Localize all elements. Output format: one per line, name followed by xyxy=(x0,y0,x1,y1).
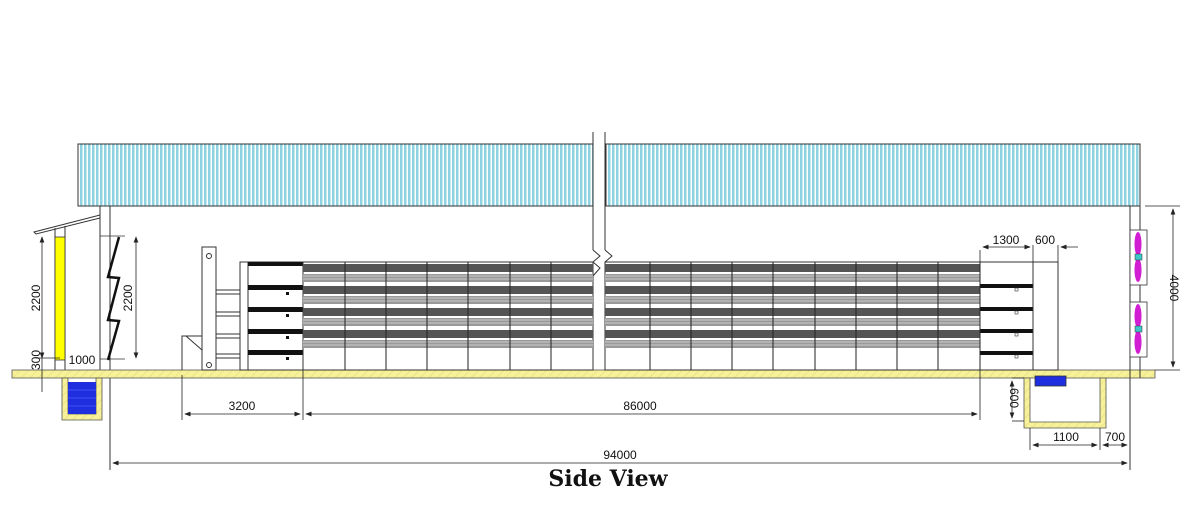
cage-head-left xyxy=(247,261,304,371)
right-water-tank xyxy=(1034,375,1067,387)
dimension-labels: 2200 300 1000 2200 3200 86000 94000 1300… xyxy=(29,233,1181,462)
dim-left-pad-height: 2200 xyxy=(29,284,43,311)
left-wall xyxy=(99,206,111,470)
feeder-unit xyxy=(181,246,249,371)
dim-inlet-height: 2200 xyxy=(121,284,135,311)
cage-rows-left xyxy=(302,261,594,371)
cooling-pad-shed xyxy=(33,214,101,370)
floor xyxy=(11,369,1156,429)
cooling-pad xyxy=(54,236,66,361)
dim-end-gap: 600 xyxy=(1035,233,1055,247)
dim-left-pad-base: 300 xyxy=(29,350,43,370)
exhaust-fan-1 xyxy=(1129,229,1148,286)
dim-right-pit-width: 1100 xyxy=(1053,430,1079,444)
exhaust-fan-2 xyxy=(1129,301,1148,358)
dim-end-unit-length: 1300 xyxy=(993,233,1020,247)
dim-wall-height: 4000 xyxy=(1167,275,1181,302)
air-inlet xyxy=(100,235,125,361)
cage-rows-right xyxy=(604,261,981,371)
roof xyxy=(77,143,1141,207)
dim-right-offset: 700 xyxy=(1105,430,1125,444)
dim-cage-length: 86000 xyxy=(623,399,657,413)
cage-end-right xyxy=(979,261,1059,371)
dim-left-pit-width: 1000 xyxy=(69,353,96,367)
dim-right-pit-depth: 600 xyxy=(1007,388,1021,408)
dimension-lines xyxy=(36,205,1180,466)
dim-total-length: 94000 xyxy=(603,448,637,462)
drawing-title: Side View xyxy=(548,466,668,492)
dim-feeder-length: 3200 xyxy=(229,399,256,413)
